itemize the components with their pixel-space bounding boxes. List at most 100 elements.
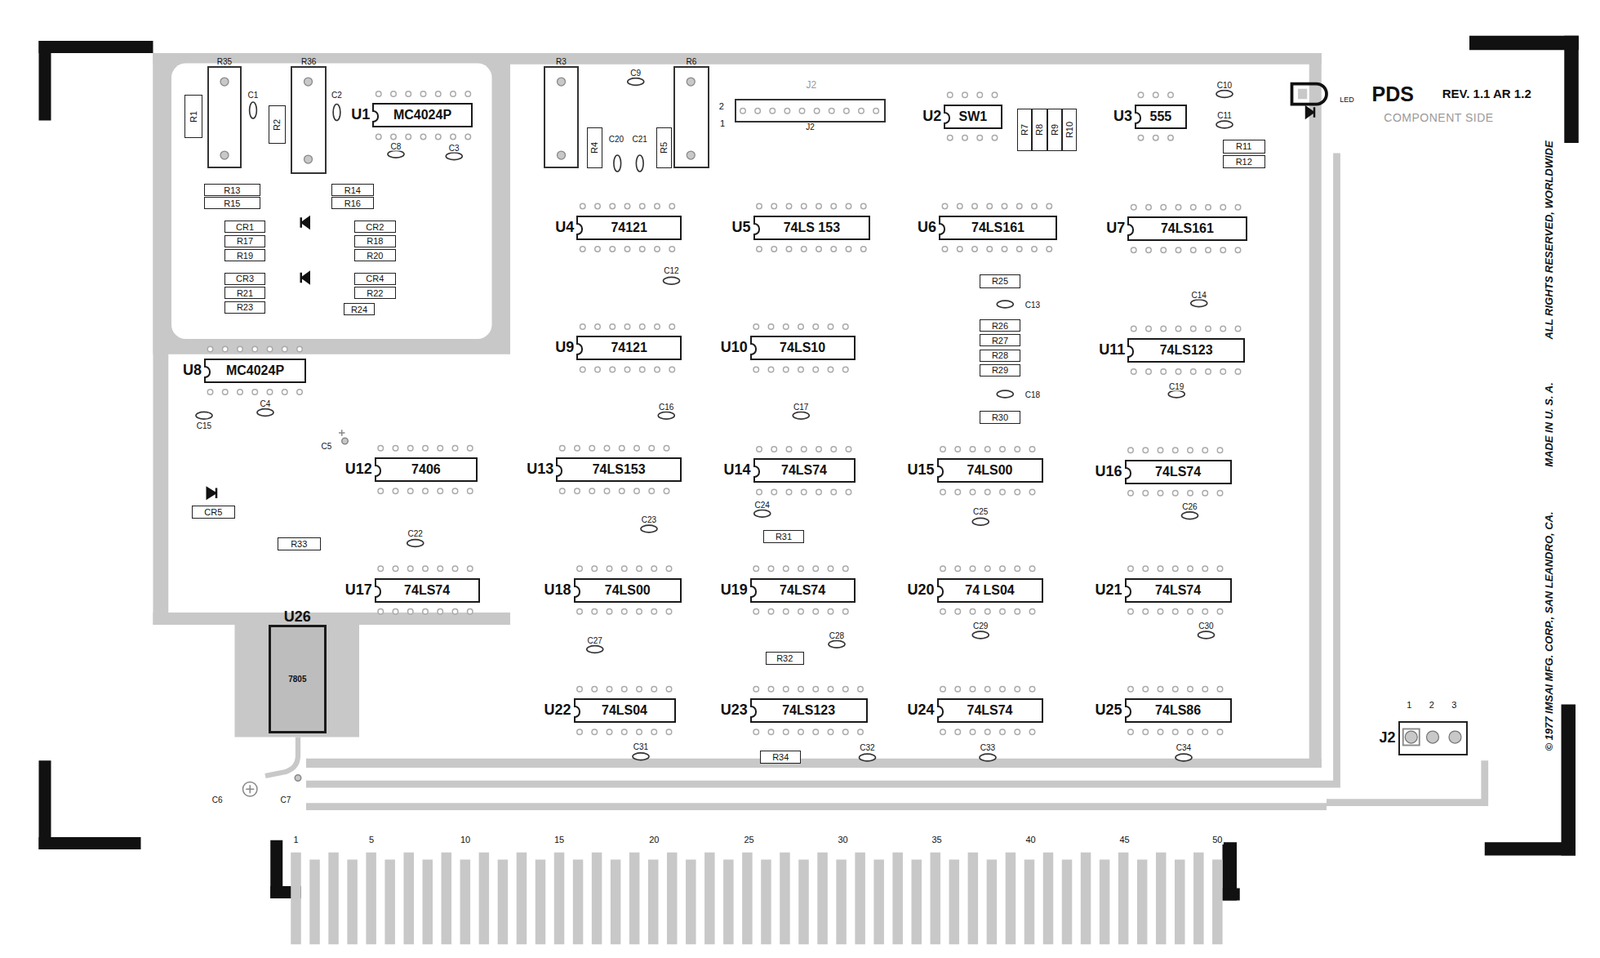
solder-pad: [827, 366, 834, 373]
solder-pad: [1029, 565, 1036, 572]
edge-finger: [573, 859, 584, 945]
solder-pad: [1168, 92, 1174, 98]
solder-pad: [991, 134, 998, 141]
pin-number: 45: [1118, 833, 1130, 844]
solder-pad: [801, 203, 808, 209]
solder-pad: [1202, 447, 1209, 454]
solder-pad: [1142, 447, 1148, 454]
part-number: 74 LS04: [964, 582, 1014, 598]
solder-pad: [991, 92, 998, 98]
ref-designator: U1: [351, 106, 370, 124]
solder-pad: [437, 445, 444, 452]
part-number: 74LS74: [779, 582, 826, 598]
solder-pad: [651, 608, 658, 615]
solder-pad: [816, 446, 823, 453]
edge-finger: [610, 859, 622, 945]
ref-designator: U17: [345, 582, 373, 599]
edge-finger: [930, 852, 942, 945]
part-number: SW1: [959, 109, 988, 125]
solder-pad: [624, 203, 631, 209]
solder-pad: [222, 346, 228, 352]
solder-pad: [437, 608, 444, 615]
ic-package: U127406: [374, 457, 478, 482]
ref-designator: U5: [731, 219, 751, 236]
ic-package: U1MC4024P: [372, 102, 473, 128]
solder-pad: [619, 488, 626, 494]
edge-finger: [591, 852, 603, 945]
resistor-box: R7: [1017, 108, 1032, 152]
solder-pad: [798, 565, 805, 572]
edge-finger: [704, 852, 716, 945]
solder-pad: [969, 446, 976, 453]
solder-pad: [783, 565, 790, 572]
pin-number: 40: [1024, 833, 1036, 844]
solder-pad: [942, 246, 948, 253]
solder-pad: [831, 488, 837, 495]
solder-pad: [940, 686, 947, 693]
solder-pad: [1142, 728, 1148, 735]
ref-designator: R11: [1235, 141, 1252, 152]
solder-pad: [391, 91, 397, 97]
solder-pad: [827, 324, 834, 330]
capacitor-label: C25: [972, 506, 989, 516]
solder-pad: [942, 203, 948, 209]
solder-pad: [452, 445, 458, 452]
solder-pad: [1128, 565, 1134, 572]
solder-pad: [606, 565, 613, 572]
solder-pad: [666, 728, 672, 735]
solder-pad: [1029, 446, 1036, 453]
ref-designator: R27: [991, 335, 1009, 346]
solder-pad: [798, 324, 805, 330]
power-resistor: R3: [543, 66, 579, 169]
solder-pad: [962, 92, 969, 98]
capacitor-label: C23: [640, 515, 658, 525]
capacitor-label: C15: [195, 421, 213, 431]
solder-pad: [786, 488, 792, 495]
solder-pad: [769, 107, 776, 114]
resistor-box: R25: [979, 274, 1021, 288]
capacitor-label: C1: [247, 90, 260, 100]
power-resistor: R36: [290, 66, 327, 174]
solder-pad: [955, 728, 961, 735]
resistor-box: R16: [331, 196, 374, 209]
solder-pad: [753, 686, 760, 693]
solder-pad: [465, 91, 472, 97]
capacitor-label: C12: [662, 266, 680, 276]
solder-pad: [873, 107, 880, 114]
ic-package: U2574LS86: [1124, 697, 1232, 723]
edge-finger: [1005, 852, 1017, 945]
part-number: 74LS161: [971, 220, 1025, 236]
capacitor-label: C28: [828, 630, 845, 640]
solder-pad: [654, 324, 661, 330]
solder-pad: [799, 107, 805, 114]
solder-pad: [801, 246, 808, 253]
solder-pad: [237, 389, 244, 396]
solder-pad: [450, 133, 457, 140]
solder-pad: [1175, 325, 1181, 332]
solder-pad: [827, 728, 834, 735]
solder-pad: [801, 488, 808, 495]
capacitor-label: C7: [280, 794, 293, 804]
solder-pad: [467, 488, 474, 494]
solder-pad: [651, 565, 658, 572]
pin-number: 20: [648, 833, 660, 844]
resistor-box: R30: [979, 410, 1021, 424]
resistor-box: R9: [1047, 108, 1063, 152]
ref-designator: R10: [1064, 121, 1075, 138]
solder-pad: [1157, 608, 1163, 615]
part-number: 74LS123: [1160, 342, 1214, 358]
part-number: 74121: [610, 340, 648, 356]
solder-pad: [1000, 728, 1006, 735]
edge-finger: [497, 859, 509, 945]
solder-pad: [405, 91, 412, 97]
solder-pad: [207, 389, 213, 396]
solder-pad: [1142, 686, 1148, 693]
solder-pad: [957, 246, 964, 253]
solder-pad: [1157, 447, 1163, 454]
ref-designator: U26: [284, 608, 312, 626]
solder-pad: [297, 346, 303, 352]
solder-pad: [640, 324, 646, 330]
solder-pad: [753, 366, 760, 373]
part-number: 74LS74: [966, 702, 1013, 718]
solder-pad: [972, 246, 978, 253]
